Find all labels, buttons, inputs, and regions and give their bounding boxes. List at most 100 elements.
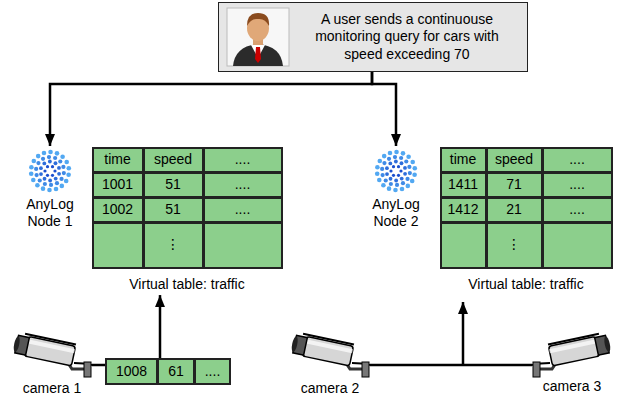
logo-dot — [61, 165, 65, 169]
logo-dot — [393, 188, 398, 193]
table-cell: speed — [486, 147, 542, 172]
virtual-table: timespeed....100151....100251....⋮Virtua… — [92, 147, 282, 293]
logo-dot — [408, 171, 412, 175]
camera-feed-arrow — [462, 302, 465, 365]
logo-dot — [382, 154, 387, 159]
camera-icon — [532, 332, 612, 377]
logo-dot — [394, 179, 398, 183]
logo-dot — [29, 165, 34, 170]
logo-dot — [48, 160, 52, 164]
logo-dot — [401, 151, 406, 156]
logo-dot — [387, 186, 392, 191]
table-cell: .... — [203, 172, 282, 197]
logo-dot — [410, 179, 415, 184]
logo-dot — [46, 165, 49, 168]
logo-dot — [381, 173, 385, 177]
query-box: A user sends a continuouse monitoring qu… — [218, 2, 528, 72]
logo-dot — [48, 150, 53, 155]
camera-wire — [370, 364, 532, 367]
logo-dot — [410, 160, 415, 165]
logo-dot — [57, 166, 61, 170]
table-cell: 71 — [486, 172, 542, 197]
table-cell: .... — [203, 147, 282, 172]
table-cell-box — [203, 222, 283, 269]
logo-dot — [62, 171, 66, 175]
query-text: A user sends a continuouse monitoring qu… — [297, 11, 517, 62]
table-cell: time — [440, 147, 486, 172]
connector-arrow — [50, 72, 372, 146]
anylog-logo — [18, 148, 82, 194]
table-caption: Virtual table: traffic — [92, 276, 282, 293]
logo-dot — [394, 150, 399, 155]
logo-dot — [51, 165, 54, 168]
anylog-node: AnyLog Node 1 — [18, 148, 82, 230]
logo-dot — [389, 169, 392, 172]
logo-dot — [47, 155, 51, 159]
logo-dot — [392, 174, 395, 177]
table-cell: ⋮ — [486, 222, 542, 268]
logo-dot — [404, 159, 408, 163]
packet-field: .... — [193, 360, 230, 383]
table-grid: timespeed....100151....100251....⋮ — [92, 147, 282, 268]
logo-dot — [385, 172, 389, 176]
logo-dot — [54, 161, 58, 165]
table-caption: Virtual table: traffic — [440, 276, 612, 293]
logo-dot — [397, 165, 400, 168]
logo-dot — [39, 166, 43, 170]
logo-dot — [49, 183, 53, 187]
logo-dot — [47, 188, 52, 193]
logo-dot — [375, 165, 380, 170]
logo-dot — [60, 184, 65, 189]
logo-dot — [54, 187, 59, 192]
user-icon-part — [233, 44, 283, 66]
logo-dot — [399, 156, 403, 160]
table-cell: time — [92, 147, 143, 172]
virtual-table: timespeed....141171....141221....⋮Virtua… — [440, 147, 612, 293]
logo-dot — [407, 165, 411, 169]
table-cell: 51 — [143, 197, 203, 222]
table-cell-box — [542, 222, 613, 269]
logo-dot — [34, 167, 38, 171]
logo-dot — [66, 166, 71, 171]
logo-dot — [388, 151, 393, 156]
logo-dot — [412, 166, 417, 171]
logo-dot — [375, 171, 380, 176]
logo-dot — [42, 161, 46, 165]
table-cell: 51 — [143, 172, 203, 197]
logo-dot — [46, 174, 49, 177]
logo-dot — [395, 183, 399, 187]
user-icon — [225, 6, 291, 68]
table-cell: 1002 — [92, 197, 143, 222]
packet-field: 1008 — [107, 360, 156, 383]
logo-dot — [66, 173, 71, 178]
logo-dot — [55, 151, 60, 156]
logo-dot — [59, 177, 63, 181]
logo-dot — [57, 172, 61, 176]
logo-dot — [36, 161, 40, 165]
logo-dot — [400, 187, 405, 192]
logo-dot — [380, 167, 384, 171]
logo-dot — [403, 166, 407, 170]
logo-dot — [43, 177, 47, 181]
logo-dot — [399, 169, 402, 172]
logo-dot — [393, 155, 397, 159]
logo-dot — [406, 154, 411, 159]
node-name: AnyLog Node 2 — [364, 196, 428, 230]
camera-label: camera 3 — [532, 378, 612, 395]
table-cell: .... — [542, 172, 612, 197]
logo-dot — [387, 157, 391, 161]
camera-label: camera 2 — [290, 380, 370, 397]
node-name: AnyLog Node 1 — [18, 196, 82, 230]
logo-dot — [378, 159, 383, 164]
logo-dot — [400, 161, 404, 165]
logo-dot — [36, 154, 41, 159]
table-cell: speed — [143, 147, 203, 172]
logo-dot — [392, 165, 395, 168]
logo-dot — [389, 177, 393, 181]
logo-dot — [39, 172, 43, 176]
logo-dot — [60, 154, 65, 159]
camera-icon — [12, 332, 92, 377]
logo-dot — [412, 173, 417, 178]
logo-dot — [51, 174, 54, 177]
